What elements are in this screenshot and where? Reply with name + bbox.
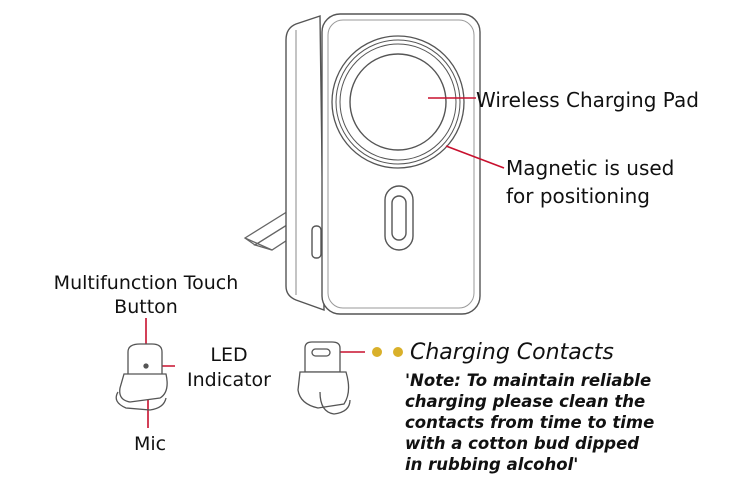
label-magnetic-line2: for positioning [506, 184, 651, 208]
charging-contacts-dots [372, 347, 403, 357]
label-multifunction-line1: Multifunction Touch [53, 272, 239, 294]
label-led-line1: LED [210, 344, 248, 366]
earbud-left [115, 343, 168, 411]
label-multifunction-line2: Button [114, 296, 178, 318]
label-charging-contacts: Charging Contacts [410, 340, 614, 365]
earbud-right [297, 341, 351, 415]
label-wireless-charging-pad: Wireless Charging Pad [476, 88, 699, 112]
label-magnetic-line1: Magnetic is used [506, 156, 675, 180]
charger-button [384, 185, 414, 251]
label-led-indicator: LED Indicator [180, 343, 278, 393]
wireless-charging-pad [331, 35, 465, 169]
charging-note: 'Note: To maintain reliable charging ple… [405, 371, 655, 474]
label-multifunction-touch-button: Multifunction Touch Button [40, 271, 252, 319]
label-led-line2: Indicator [187, 369, 271, 391]
label-mic: Mic [134, 433, 167, 455]
label-magnetic-positioning: Magnetic is used for positioning [506, 154, 674, 210]
